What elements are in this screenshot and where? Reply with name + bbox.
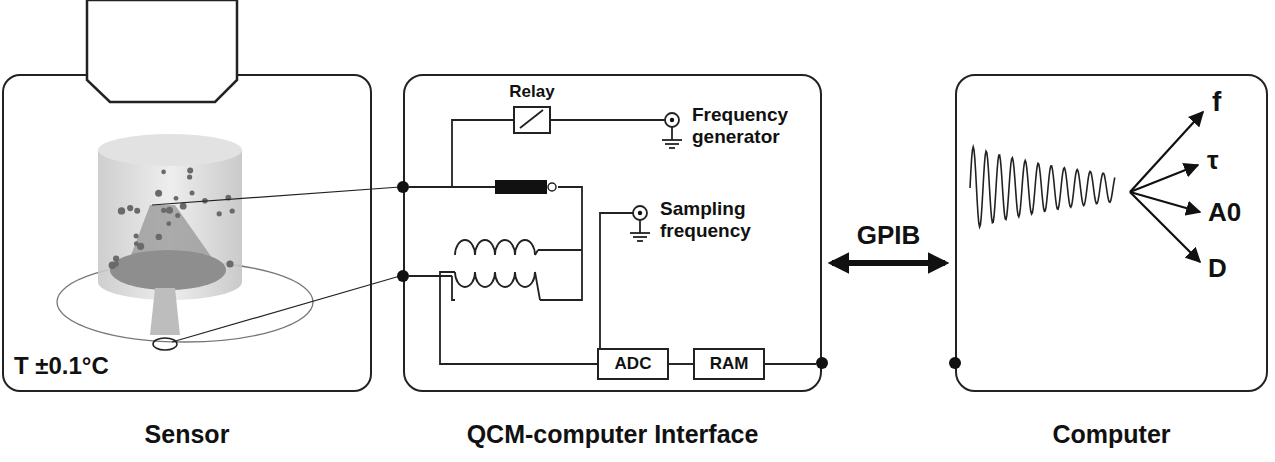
adc-box: ADC <box>597 348 669 380</box>
particle <box>155 190 162 197</box>
particles <box>109 167 235 269</box>
relay-switch <box>520 110 543 128</box>
particle <box>180 203 187 210</box>
particle <box>161 208 166 213</box>
particle <box>174 196 179 201</box>
particle <box>113 256 119 262</box>
output-arrows <box>1130 112 1203 262</box>
parameter-label: τ <box>1207 146 1219 176</box>
particle <box>114 261 119 266</box>
particle <box>187 167 193 173</box>
decay-signal <box>970 147 1115 227</box>
wire <box>152 187 400 205</box>
block-label: ADC <box>615 354 652 374</box>
resistor-end <box>548 183 556 191</box>
particle <box>134 208 140 214</box>
terminal <box>949 357 961 369</box>
coil-lead <box>535 250 540 300</box>
particle <box>137 243 144 250</box>
particle <box>127 205 133 211</box>
particle <box>175 213 180 218</box>
sensor-holder <box>87 0 237 102</box>
panel-caption: Sensor <box>145 420 230 449</box>
particle <box>226 260 233 267</box>
liquid-cell <box>98 150 242 300</box>
circuit-wires <box>409 120 816 364</box>
resistor-symbol <box>495 180 547 194</box>
edge-label: GPIB <box>857 220 921 251</box>
particle <box>230 208 235 213</box>
electrode <box>153 338 177 350</box>
particle <box>166 221 171 226</box>
particle <box>166 207 173 214</box>
coax-pin <box>670 118 674 122</box>
particle <box>118 207 125 214</box>
panel-caption: QCM-computer Interface <box>467 420 759 449</box>
computer-panel: Computer <box>955 74 1268 392</box>
wire <box>669 363 693 365</box>
terminal <box>816 357 828 369</box>
panel-caption: Computer <box>1052 420 1170 449</box>
parameter-label: A0 <box>1208 198 1241 228</box>
bus-arrow <box>832 260 945 266</box>
coil <box>455 240 535 255</box>
terminal <box>397 181 409 193</box>
port-label: Frequency generator <box>692 104 817 148</box>
terminal <box>397 270 409 282</box>
particle <box>190 190 195 195</box>
particle <box>161 170 166 175</box>
coil <box>455 272 535 287</box>
particle <box>187 174 192 179</box>
relay-box: Relay <box>513 106 551 134</box>
particle <box>156 234 162 240</box>
wire <box>172 276 400 342</box>
transformer-symbol <box>455 240 540 300</box>
particle <box>134 233 139 238</box>
port-label: Sampling frequency <box>660 198 785 242</box>
coax-pin <box>638 211 642 215</box>
cell-top <box>98 134 242 166</box>
temperature-label: T ±0.1°C <box>14 352 109 380</box>
particle <box>217 211 222 216</box>
block-label: RAM <box>710 354 749 374</box>
relay-label: Relay <box>509 82 554 102</box>
ram-box: RAM <box>693 348 765 380</box>
deposit <box>110 250 226 290</box>
parameter-label: f <box>1212 86 1221 118</box>
parameter-label: D <box>1208 254 1227 284</box>
stem <box>150 288 180 335</box>
